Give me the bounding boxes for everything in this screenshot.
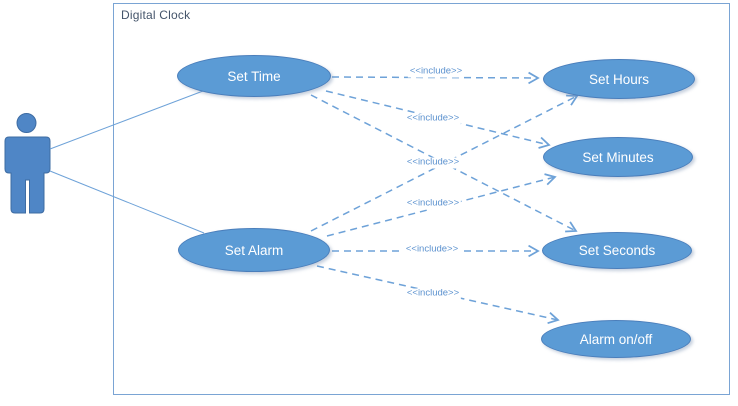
use-case-set-hours: Set Hours: [543, 59, 695, 99]
use-case-set-time: Set Time: [177, 55, 331, 97]
use-case-set-hours-label: Set Hours: [588, 71, 650, 87]
include-label-set-time-set-hours: <<include>>: [407, 65, 465, 78]
use-case-set-minutes-label: Set Minutes: [582, 149, 654, 165]
include-label-set-time-set-minutes: <<include>>: [404, 112, 462, 125]
system-boundary-title: Digital Clock: [121, 8, 191, 22]
include-edge-set-alarm-set-minutes: [326, 173, 557, 237]
use-case-set-alarm: Set Alarm: [178, 228, 330, 272]
actor-person-icon: [4, 113, 51, 214]
use-case-alarm-on-off-label: Alarm on/off: [579, 331, 653, 347]
include-label-set-time-set-seconds: <<include>>: [404, 156, 462, 169]
include-label-set-alarm-set-seconds: <<include>>: [403, 243, 461, 256]
include-label-set-alarm-alarm-onoff: <<include>>: [404, 287, 462, 300]
use-case-set-alarm-label: Set Alarm: [224, 242, 284, 258]
use-case-set-time-label: Set Time: [227, 68, 281, 84]
use-case-set-seconds: Set Seconds: [542, 232, 692, 269]
use-case-alarm-on-off: Alarm on/off: [541, 320, 691, 358]
use-case-set-minutes: Set Minutes: [543, 137, 693, 177]
association-actor-set-time: [49, 90, 204, 150]
association-actor-set-alarm: [49, 170, 205, 234]
include-edge-set-time-set-hours: [331, 71, 540, 85]
include-label-set-alarm-set-minutes: <<include>>: [404, 197, 462, 210]
use-case-set-seconds-label: Set Seconds: [578, 243, 656, 258]
